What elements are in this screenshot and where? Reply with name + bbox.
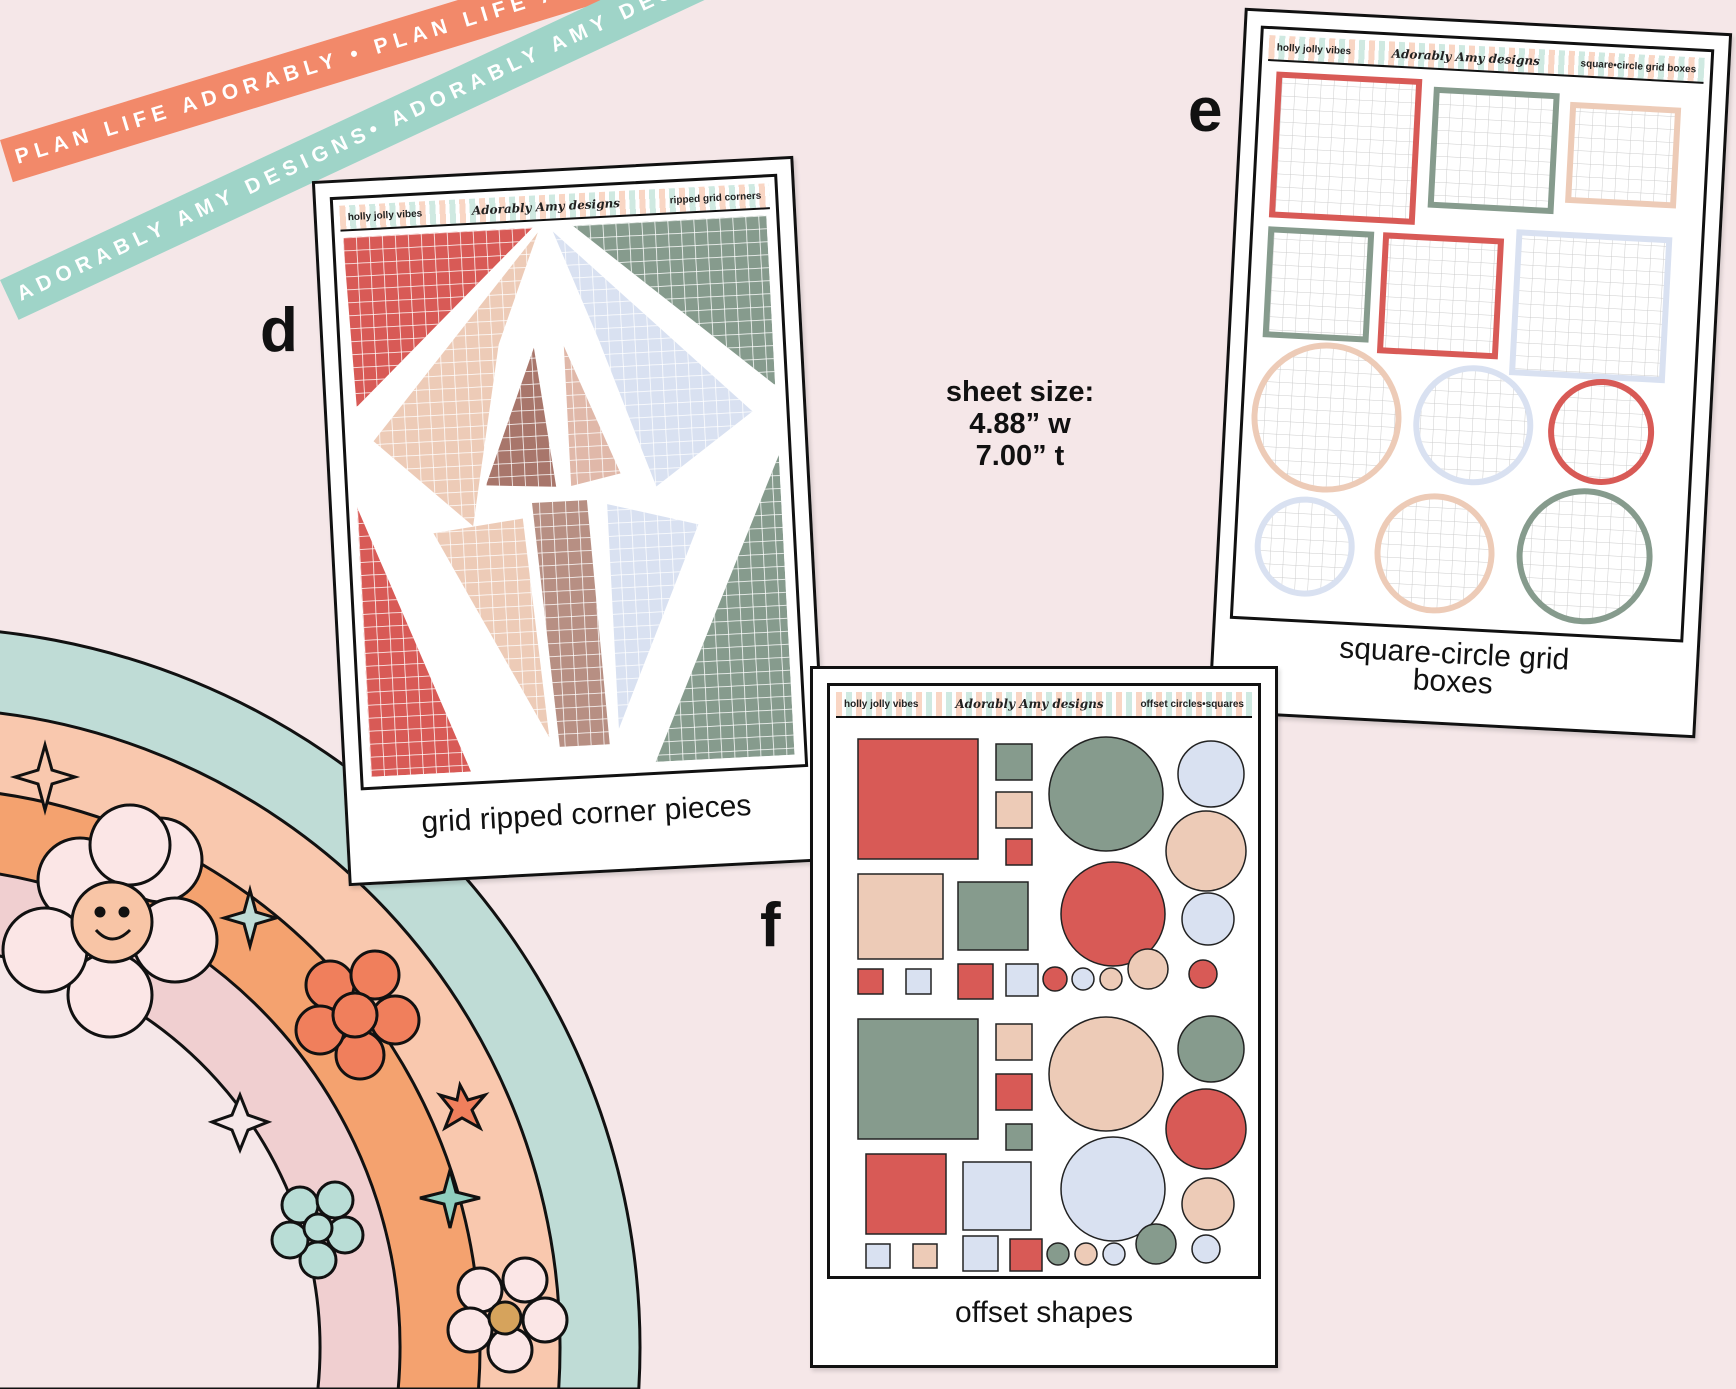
- sheet-caption: offset shapes: [955, 1296, 1133, 1329]
- sticker-sheet-d[interactable]: holly jolly vibes Adorably Amy designs r…: [311, 155, 831, 887]
- brand-logo: Adorably Amy designs: [955, 697, 1104, 711]
- sheet-caption: grid ripped corner pieces: [420, 788, 753, 840]
- sheet-title: ripped grid corners: [669, 190, 762, 206]
- sheet-title: square•circle grid boxes: [1580, 57, 1697, 75]
- sheet-letter-f: f: [760, 891, 781, 960]
- sheet-size-label: sheet size: 4.88” w 7.00” t: [900, 376, 1140, 472]
- sheet-size-width: 4.88” w: [969, 408, 1071, 440]
- sheet-header: holly jolly vibes Adorably Amy designs o…: [836, 692, 1252, 718]
- flower-teal-icon: [270, 1180, 365, 1280]
- sparkle-icons: [9, 739, 490, 1229]
- daisy-smiley-icon: [1, 803, 219, 1039]
- sticker-sheet-f[interactable]: holly jolly vibes Adorably Amy designs o…: [810, 666, 1278, 1368]
- sticker-sheet-e[interactable]: holly jolly vibes Adorably Amy designs s…: [1207, 7, 1733, 739]
- daisy-bottom-icon: [446, 1256, 569, 1374]
- theme-label: holly jolly vibes: [844, 698, 919, 710]
- ripped-grid-corners-art: [342, 215, 795, 777]
- sheet-letter-e: e: [1188, 76, 1223, 145]
- sheet-size-title: sheet size:: [945, 376, 1095, 408]
- sheet-letter-d: d: [260, 296, 298, 365]
- grid-boxes-art: [1251, 71, 1682, 625]
- sheet-title: offset circles•squares: [1140, 698, 1244, 710]
- brand-logo: Adorably Amy designs: [471, 196, 621, 218]
- brand-logo: Adorably Amy designs: [1391, 46, 1541, 69]
- sheet-size-height: 7.00” t: [975, 440, 1065, 472]
- offset-shapes-art: [857, 736, 1247, 1272]
- theme-label: holly jolly vibes: [1276, 41, 1352, 57]
- theme-label: holly jolly vibes: [347, 207, 423, 223]
- flower-coral-icon: [294, 949, 421, 1081]
- sheet-caption: square-circle grid boxes: [1338, 631, 1571, 701]
